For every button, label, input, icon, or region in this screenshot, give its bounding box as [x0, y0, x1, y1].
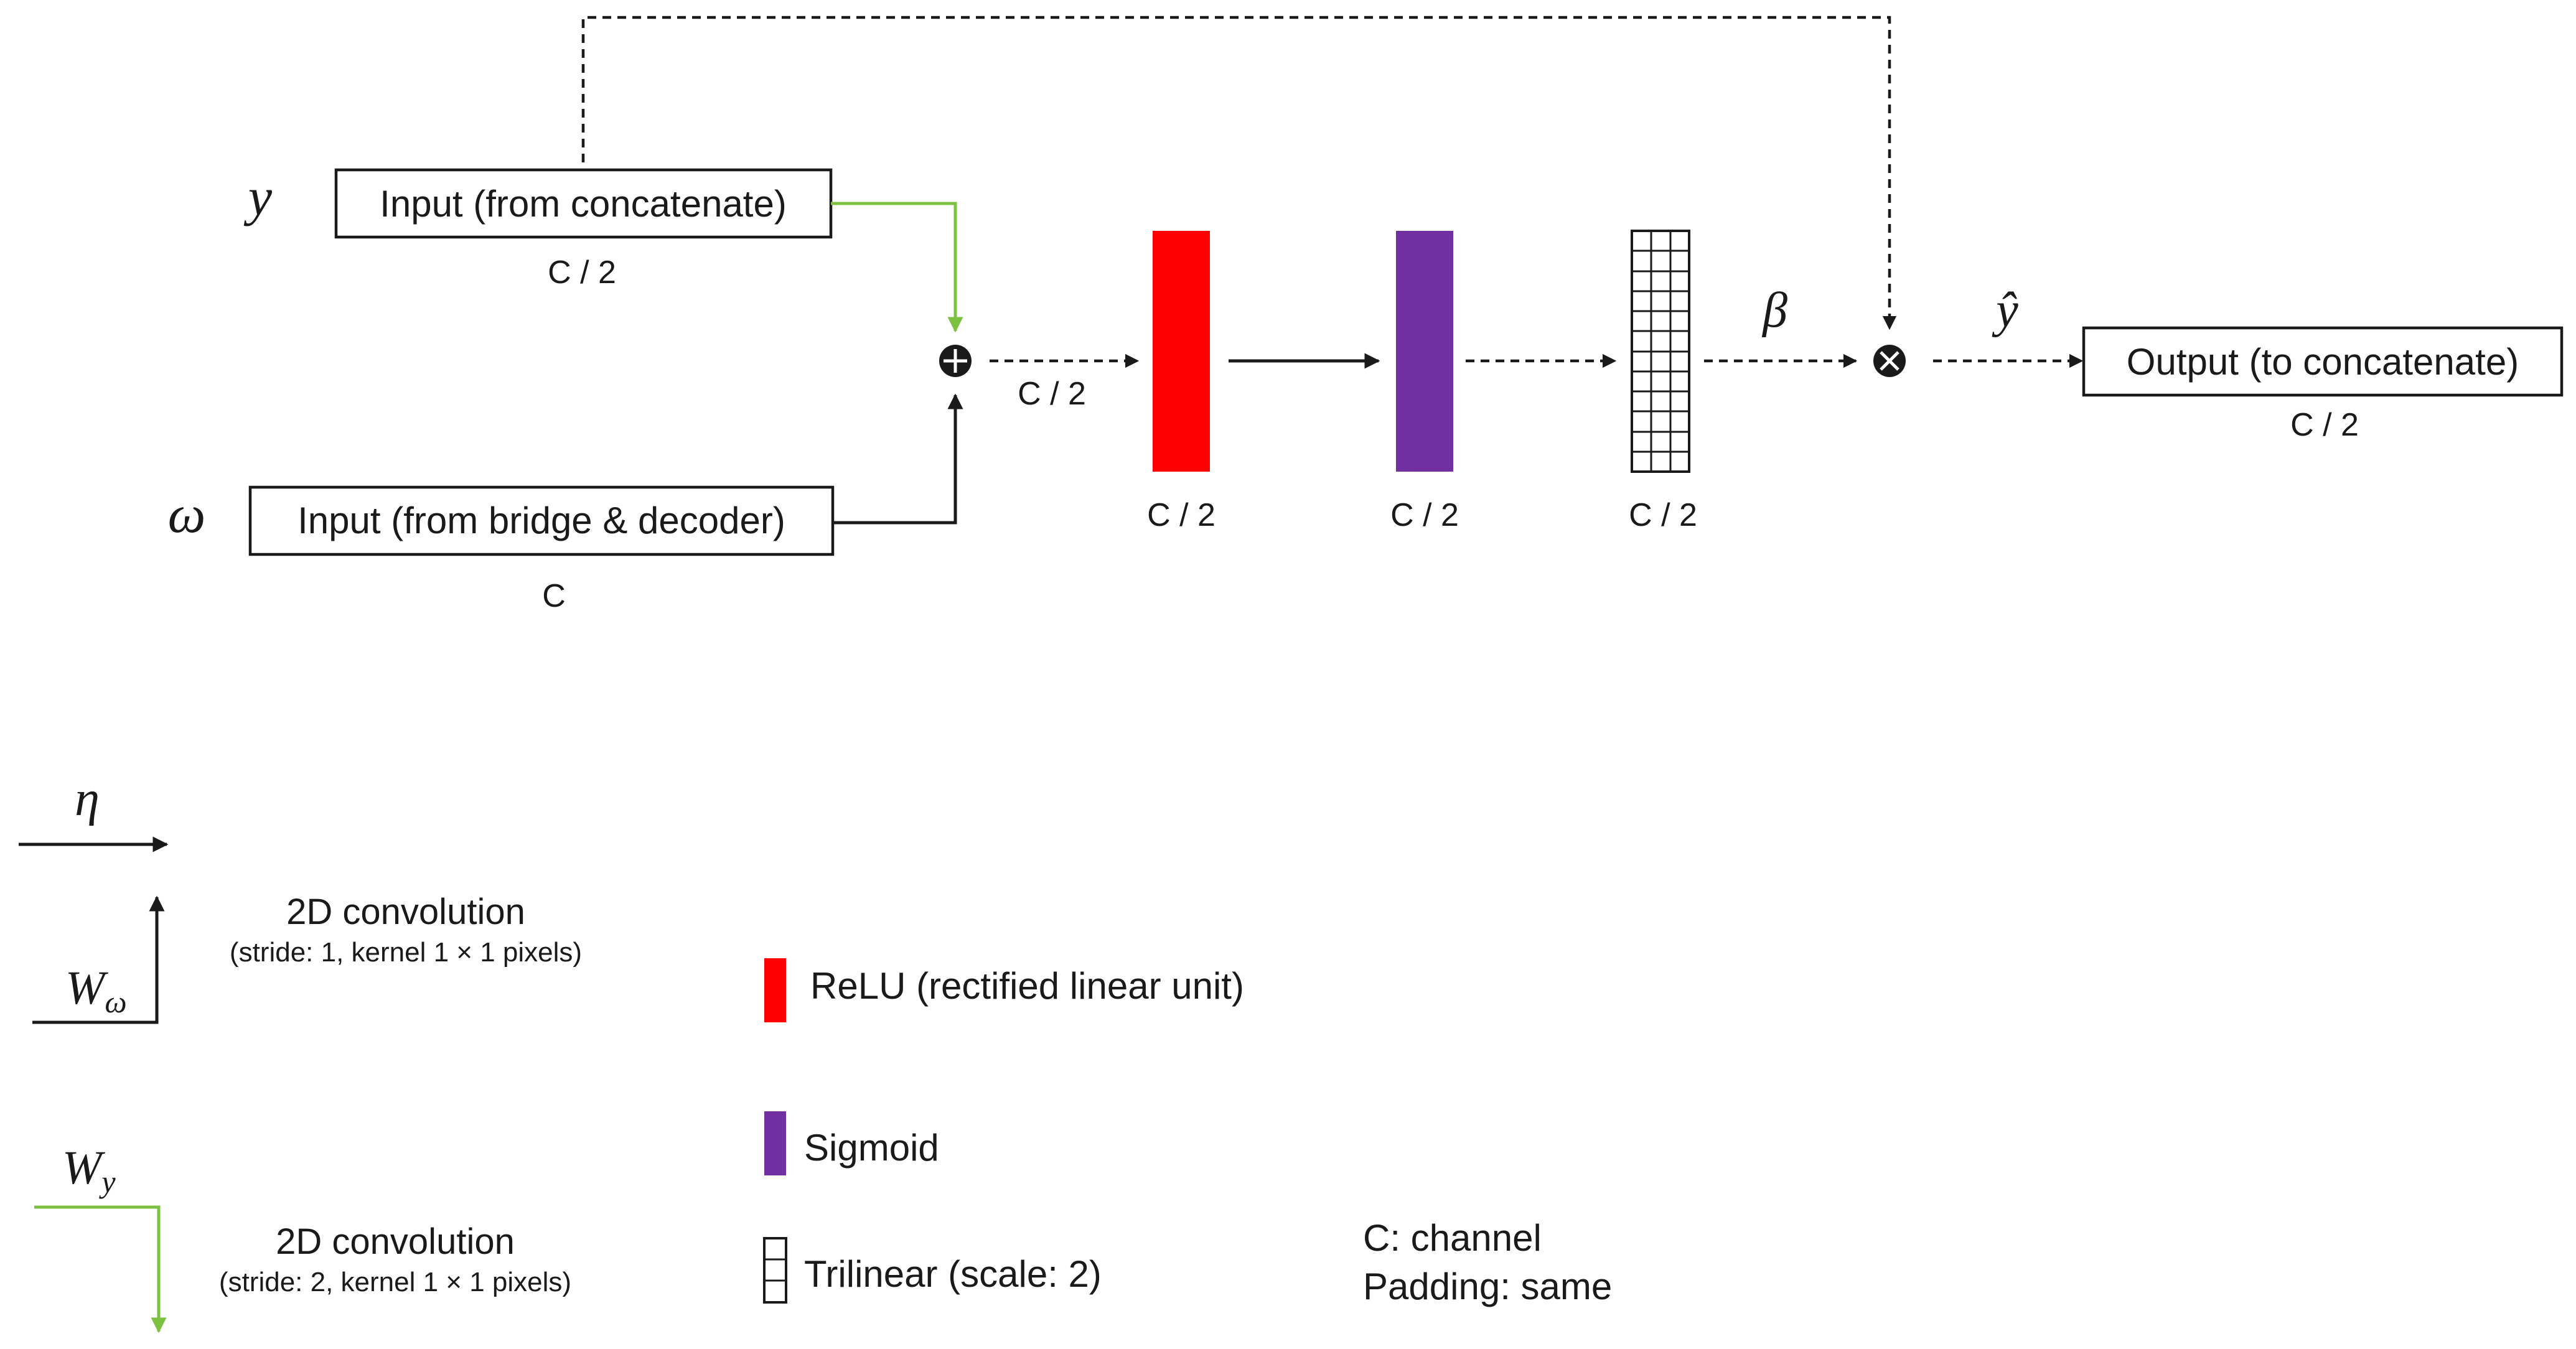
y-input-channels: C / 2: [548, 254, 616, 291]
beta-symbol: β: [1761, 283, 1787, 338]
legend-eta-symbol: η: [75, 772, 100, 826]
legend-wy-arrow: [34, 1205, 167, 1333]
legend-conv1-detail: (stride: 1, kernel 1 × 1 pixels): [230, 937, 582, 968]
legend-relu-swatch: [764, 958, 786, 1022]
wy-conv-path: [831, 202, 963, 333]
omega-symbol: ω: [168, 484, 206, 544]
legend-womega-arrow: [32, 895, 165, 1024]
omega-input-label: Input (from bridge & decoder): [297, 500, 785, 541]
legend-sigmoid-label: Sigmoid: [804, 1127, 939, 1169]
legend-conv1-title: 2D convolution: [286, 892, 525, 932]
output-box: [2082, 326, 2564, 397]
legend-sigmoid-swatch: [764, 1111, 786, 1175]
legend-trilinear-swatch: [763, 1237, 787, 1304]
skip-connection-path: [581, 16, 1897, 330]
output-channels: C / 2: [2290, 407, 2359, 443]
sum-channels: C / 2: [1018, 376, 1086, 412]
relu-channels: C / 2: [1147, 497, 1215, 533]
yhat-symbol: ŷ: [1992, 283, 2018, 338]
trilinear-channels: C / 2: [1629, 497, 1697, 533]
multiply-icon: [1873, 345, 1906, 377]
legend-womega-symbol: Wω: [65, 962, 127, 1019]
omega-input-channels: C: [542, 578, 566, 614]
y-input-label: Input (from concatenate): [380, 183, 787, 225]
trilinear-block: [1631, 230, 1690, 473]
legend-trilinear-label: Trilinear (scale: 2): [804, 1253, 1102, 1295]
legend-padding-note: Padding: same: [1363, 1266, 1612, 1307]
legend-relu-label: ReLU (rectified linear unit): [810, 965, 1244, 1007]
sigmoid-block: [1396, 231, 1453, 472]
legend-conv2-detail: (stride: 2, kernel 1 × 1 pixels): [219, 1267, 571, 1297]
legend-channel-note: C: channel: [1363, 1217, 1542, 1259]
legend-conv2-title: 2D convolution: [276, 1221, 515, 1262]
y-symbol: y: [243, 167, 273, 226]
legend-wy-symbol: Wy: [62, 1142, 116, 1199]
omega-input-box: [248, 485, 835, 556]
sigmoid-channels: C / 2: [1390, 497, 1459, 533]
sum-icon: [939, 345, 972, 377]
relu-block: [1153, 231, 1210, 472]
output-label: Output (to concatenate): [2127, 341, 2519, 383]
womega-conv-path: [833, 393, 963, 525]
